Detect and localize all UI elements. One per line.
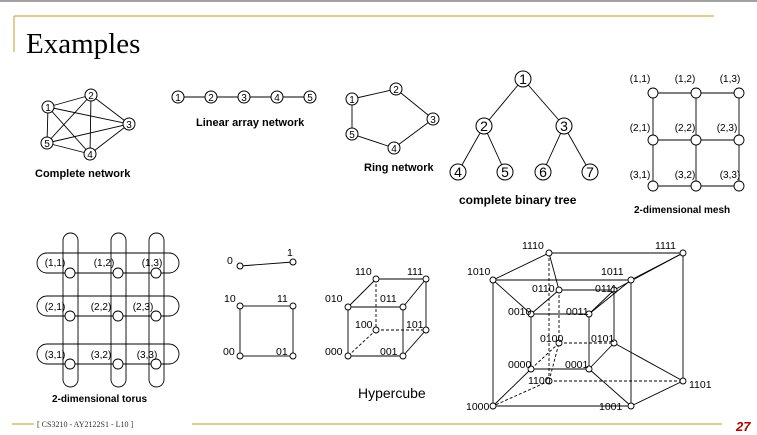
torus-label: (2,2) [91,302,112,313]
hypercube-label: 010 [325,293,343,305]
linear-node-label: 1 [175,93,181,104]
complete-network [46,94,130,155]
hypercube-label: 100 [355,319,373,331]
caption-complete-network: Complete network [35,168,131,180]
ring-node-label: 1 [349,95,355,106]
tree-node-label: 7 [586,164,594,180]
linear-node-label: 5 [307,93,313,104]
hypercube-label: 11 [277,293,288,305]
ring-node-label: 3 [430,115,436,126]
mesh-label: (1,3) [720,74,741,85]
complete-node-label: 5 [44,139,50,150]
linear-node-label: 2 [208,93,214,104]
hypercube-label: 1110 [522,240,544,252]
hypercube-label: 0110 [532,283,555,295]
mesh-label: (1,2) [675,74,696,85]
mesh-label: (1,1) [630,74,651,85]
ring-node-label: 5 [349,130,355,141]
hypercube-2d: 10 11 00 01 [223,293,297,360]
complete-node-label: 2 [88,91,94,102]
complete-node-label: 4 [87,150,93,161]
hypercube-label: 1101 [689,379,712,391]
mesh-label: (3,1) [630,170,651,181]
hypercube-label: 011 [380,293,397,305]
mesh-label: (2,2) [675,123,696,134]
hypercube-label: 1000 [466,401,490,413]
caption-hypercube: Hypercube [358,385,426,401]
caption-ring-network: Ring network [364,162,435,174]
hypercube-label: 10 [224,293,236,305]
mesh-label: (3,3) [720,170,741,181]
mesh-label: (3,2) [675,170,696,181]
linear-node-label: 3 [241,93,247,104]
tree-node-label: 4 [454,164,462,180]
tree-node-label: 2 [480,118,488,134]
hypercube-label: 110 [355,266,372,278]
torus-label: (3,3) [137,350,158,361]
complete-binary-tree: 1 2 3 4 5 6 7 [449,70,599,181]
hypercube-label: 0 [227,255,233,267]
torus-label: (3,1) [45,350,66,361]
linear-node-label: 4 [274,93,280,104]
torus-label: (2,1) [45,302,66,313]
complete-nodes: 1 2 3 4 5 [40,88,136,161]
mesh-label: (2,1) [630,123,651,134]
caption-torus: 2-dimensional torus [52,394,147,405]
tree-node-label: 1 [519,71,527,87]
caption-linear-array: Linear array network [196,117,305,129]
complete-node-label: 1 [45,103,51,114]
torus-label: (1,2) [94,258,115,269]
hypercube-label: 000 [325,346,343,358]
hypercube-label: 1100 [528,375,551,387]
hypercube-label: 1010 [467,266,491,278]
hypercube-label: 0100 [540,333,564,345]
ring-network: 1 2 3 4 5 [345,82,440,155]
hypercube-label: 00 [223,346,235,358]
slide-title: Examples [26,28,140,60]
tree-node-label: 6 [539,164,547,180]
torus-2d: (1,1) (1,2) (1,3) (2,1) (2,2) (2,3) (3,1… [36,232,180,388]
hypercube-3d: 110 111 010 011 100 101 000 001 [325,266,430,360]
hypercube-label: 001 [380,346,398,358]
hypercube-1d: 0 1 [227,247,297,270]
mesh-2d: (1,1) (1,2) (1,3) (2,1) (2,2) (2,3) (3,1… [630,74,745,192]
ring-node-label: 2 [393,85,399,96]
tree-node-label: 5 [501,164,509,180]
torus-label: (2,3) [133,302,154,313]
ring-node-label: 4 [391,144,397,155]
footer-course-code: [ CS3210 - AY2122S1 - L10 ] [37,420,133,429]
hypercube-label: 101 [406,319,424,331]
hypercube-label: 01 [276,346,288,358]
hypercube-label: 0001 [565,359,589,371]
hypercube-label: 0111 [595,283,617,295]
torus-label: (3,2) [91,350,112,361]
torus-label: (1,3) [142,258,163,269]
hypercube-label: 0101 [591,333,615,345]
linear-array-network: 1 2 3 4 5 [171,90,317,104]
hypercube-label: 1111 [655,240,676,252]
hypercube-label: 0010 [508,306,532,318]
hypercube-label: 1 [287,247,293,259]
hypercube-4d: 1110 1111 1010 1011 0110 0111 0010 0011 … [466,240,712,413]
hypercube-label: 1001 [599,401,623,413]
hypercube-label: 1011 [601,266,624,278]
hypercube-label: 0011 [566,306,589,318]
mesh-label: (2,3) [717,123,738,134]
page-number: 27 [735,419,751,434]
caption-binary-tree: complete binary tree [459,193,577,207]
tree-node-label: 3 [560,118,568,134]
complete-node-label: 3 [126,120,132,131]
torus-label: (1,1) [45,258,66,269]
hypercube-label: 0000 [508,359,532,371]
caption-mesh: 2-dimensional mesh [634,205,730,216]
hypercube-label: 111 [407,266,423,278]
